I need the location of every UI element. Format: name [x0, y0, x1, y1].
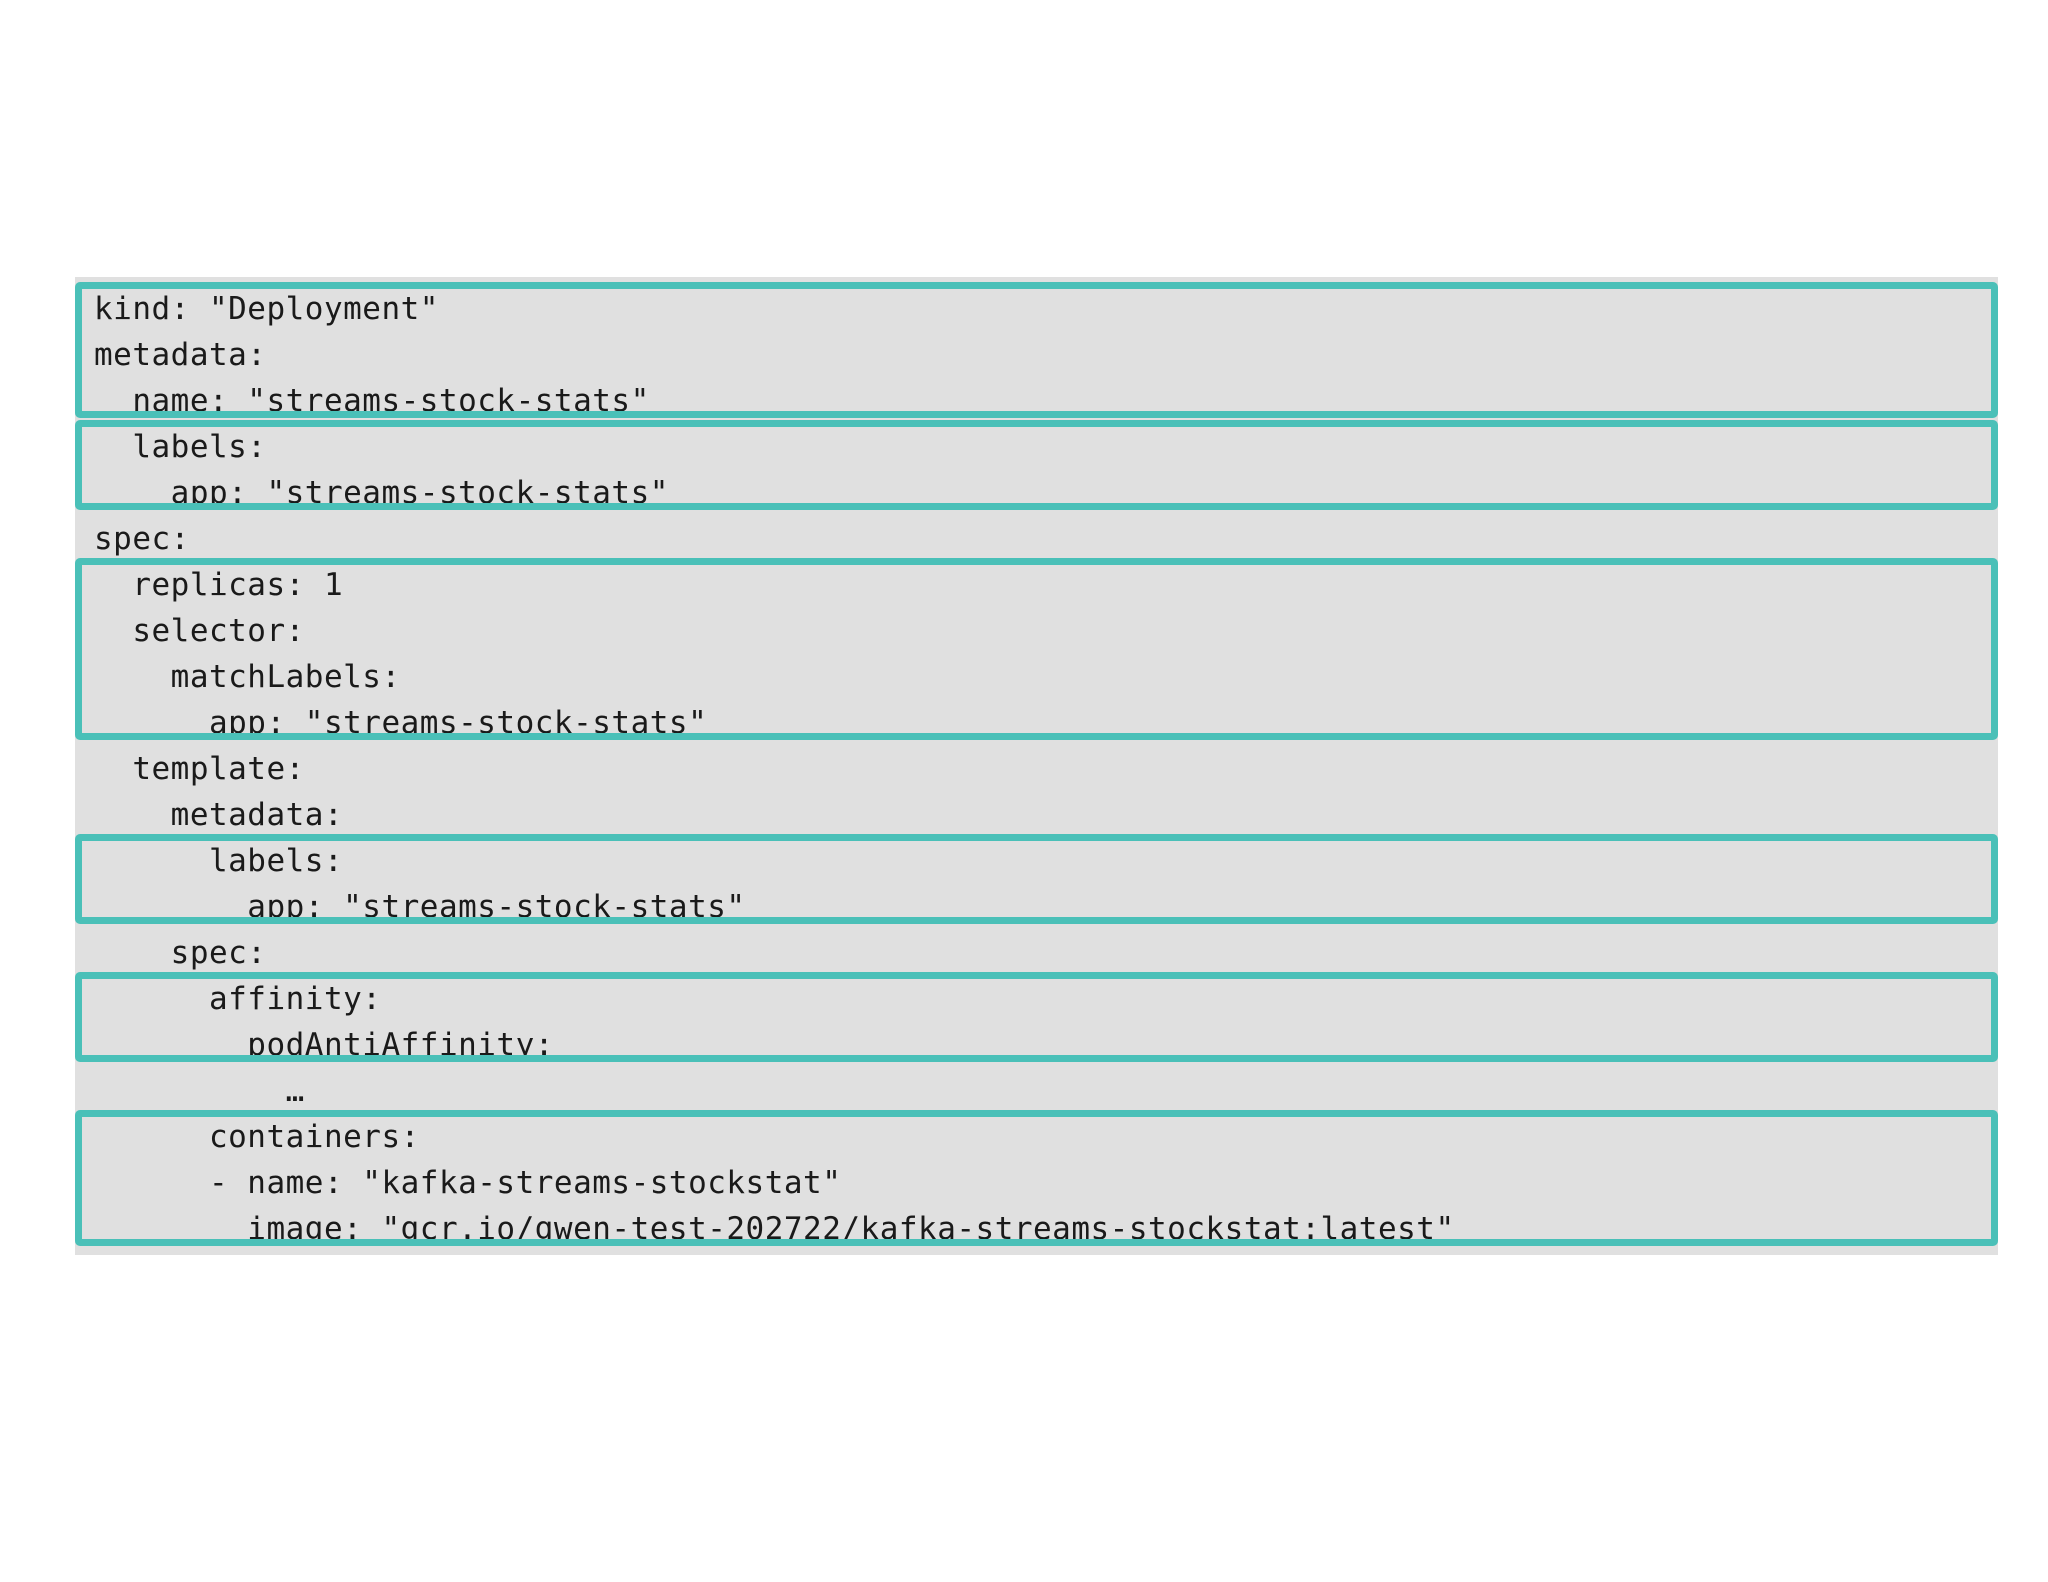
code-line: replicas: 1	[94, 567, 344, 603]
code-line: affinity:	[94, 981, 382, 1017]
code-line: name: "streams-stock-stats"	[94, 383, 650, 419]
code-line: …	[94, 1073, 305, 1109]
code-line: spec:	[94, 935, 267, 971]
code-line: kind: "Deployment"	[94, 291, 439, 327]
code-line: containers:	[94, 1119, 420, 1155]
code-line: matchLabels:	[94, 659, 401, 695]
code-background	[75, 277, 1998, 1255]
code-line: metadata:	[94, 797, 344, 833]
yaml-code-panel: kind: "Deployment" metadata: name: "strea…	[75, 277, 1998, 1255]
code-line: template:	[94, 751, 305, 787]
code-line: app: "streams-stock-stats"	[94, 475, 669, 511]
code-line: labels:	[94, 843, 344, 879]
code-line: image: "gcr.io/gwen-test-202722/kafka-st…	[94, 1211, 1455, 1247]
code-line: spec:	[94, 521, 190, 557]
code-line: selector:	[94, 613, 305, 649]
code-line: podAntiAffinity:	[94, 1027, 554, 1063]
code-line: labels:	[94, 429, 267, 465]
code-line: - name: "kafka-streams-stockstat"	[94, 1165, 842, 1201]
code-line: metadata:	[94, 337, 267, 373]
code-line: app: "streams-stock-stats"	[94, 889, 746, 925]
code-line: app: "streams-stock-stats"	[94, 705, 708, 741]
